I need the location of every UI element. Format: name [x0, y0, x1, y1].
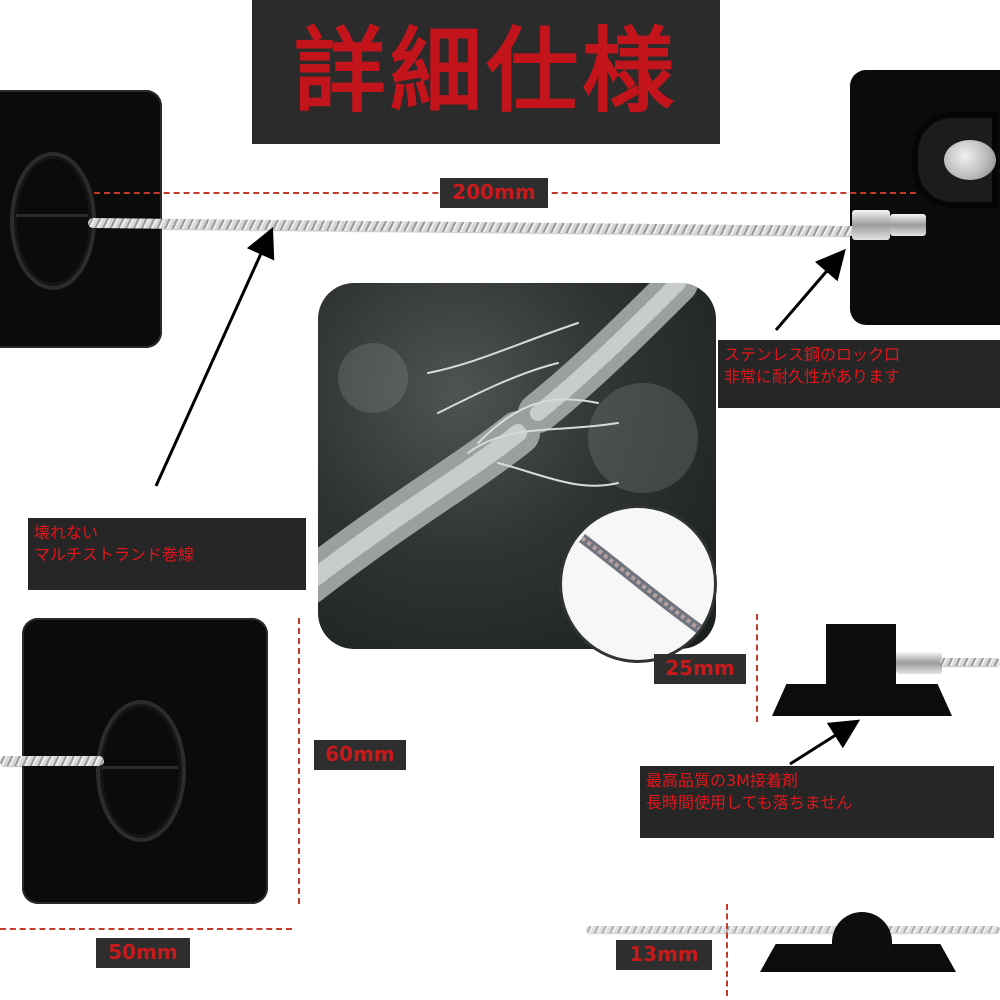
photo-bokeh: [588, 383, 698, 493]
cable-callout-label: 壊れない マルチストランド巻線: [28, 518, 306, 590]
cap-height-dimension-line: [726, 904, 728, 996]
inset-cable-illustration: [578, 534, 714, 643]
strand-illustration: [318, 283, 698, 603]
adhesive-callout-label: 最高品質の3M接着剤 長時間使用しても落ちません: [640, 766, 994, 838]
bottom-pad-cable: [0, 756, 104, 766]
cable-pointer-arrow: [154, 227, 275, 487]
lock-callout-line-1: ステンレス鋼のロック口: [724, 345, 901, 364]
lock-height-dimension-line: [756, 614, 758, 722]
lock-callout-line-2: 非常に耐久性があります: [724, 367, 901, 386]
lock-side-block: [826, 624, 896, 702]
pad-height-dimension-line: [298, 618, 300, 904]
cable-callout-line-2: マルチストランド巻線: [34, 545, 195, 564]
cap-cable: [586, 926, 1000, 933]
adhesive-pointer-arrow: [789, 719, 861, 766]
adhesive-callout-line-2: 長時間使用しても落ちません: [646, 793, 853, 812]
cap-height-dimension-label: 13mm: [616, 940, 712, 970]
pad-height-dimension-label: 60mm: [314, 740, 406, 770]
cable-ferrule: [852, 210, 890, 240]
lock-height-dimension-label: 25mm: [654, 654, 746, 684]
cap-dome: [832, 912, 892, 956]
lock-callout-label: ステンレス鋼のロック口 非常に耐久性があります: [718, 340, 1000, 408]
bottom-pad-oval-divider: [102, 766, 178, 769]
top-cable: [87, 218, 865, 237]
lock-side-ferrule: [896, 652, 942, 674]
lock-pointer-arrow: [774, 248, 846, 331]
lock-side-cable: [940, 658, 1000, 666]
length-dimension-label: 200mm: [440, 178, 548, 208]
cable-closeup-photo: [318, 283, 716, 649]
left-pad-oval: [10, 152, 96, 290]
page-title: 詳細仕様: [293, 18, 678, 125]
left-pad-oval-divider: [16, 214, 88, 217]
pad-width-dimension-line: [0, 928, 292, 930]
adhesive-callout-line-1: 最高品質の3M接着剤: [646, 771, 798, 790]
cable-ferrule-nut: [890, 214, 926, 236]
cable-inset-circle: [562, 508, 714, 660]
title-banner: 詳細仕様: [252, 0, 720, 144]
pad-width-dimension-label: 50mm: [96, 938, 190, 968]
bottom-pad-oval: [96, 700, 186, 842]
cable-callout-line-1: 壊れない: [34, 523, 99, 542]
key-cylinder-icon: [944, 140, 996, 180]
photo-bokeh: [338, 343, 408, 413]
